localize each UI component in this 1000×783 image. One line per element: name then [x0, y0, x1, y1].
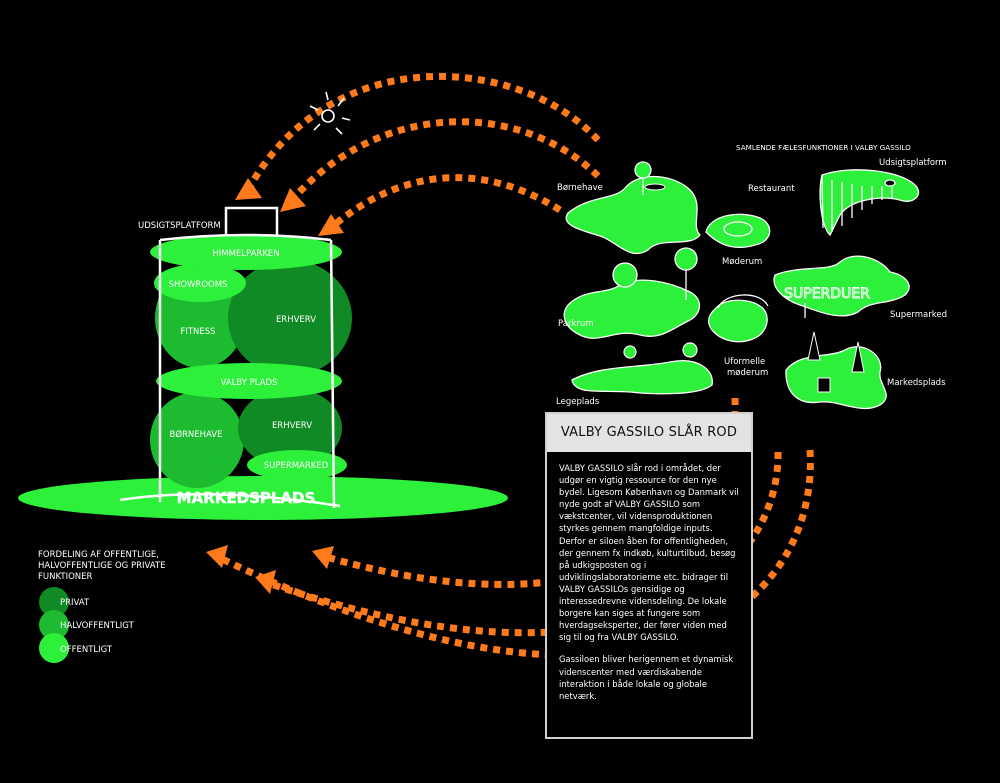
- label-valby-plads: VALBY PLADS: [221, 378, 278, 388]
- label-fn-uformelle-1: Uformelle: [724, 357, 765, 367]
- island-uformelle-moederum: [707, 294, 769, 343]
- tower-top-label: UDSIGTSPLATFORM: [138, 221, 221, 231]
- label-erhverv-upper: ERHVERV: [276, 315, 316, 325]
- island-parkrum: [563, 247, 701, 339]
- arrow-top-inner: [330, 174, 562, 229]
- info-box-title: VALBY GASSILO SLÅR ROD: [547, 414, 751, 452]
- label-himmelparken: HIMMELPARKEN: [212, 249, 279, 259]
- volume-showrooms: [154, 264, 246, 302]
- legend-title-line-1: FORDELING AF OFFENTLIGE,: [38, 550, 159, 560]
- shared-functions: SAMLENDE FÆLESFUNKTIONER I VALBY GASSILO…: [556, 143, 947, 410]
- legend-label-halvoffentligt: HALVOFFENTLIGT: [60, 621, 135, 631]
- arrow-bottom-middle-head: [255, 570, 276, 594]
- island-boernehave: [565, 161, 701, 255]
- island-supermarked: SUPERDUER: [773, 255, 910, 318]
- arrow-top-inner-head: [318, 214, 344, 236]
- legend-label-offentligt: OFFENTLIGT: [60, 645, 113, 655]
- arrow-top-middle: [289, 118, 601, 203]
- arrow-bottom-inner-head: [312, 546, 334, 569]
- info-box-paragraph-1: VALBY GASSILO slår rod i området, der ud…: [559, 463, 739, 643]
- silo-outline: [119, 206, 341, 509]
- label-fn-boernehave: Børnehave: [557, 183, 603, 193]
- label-boernehave: BØRNEHAVE: [169, 429, 222, 440]
- label-fitness: FITNESS: [180, 327, 215, 337]
- label-fn-restaurant: Restaurant: [748, 184, 795, 194]
- legend: FORDELING AF OFFENTLIGE, HALVOFFENTLIGE …: [38, 550, 165, 663]
- supermarked-sign: SUPERDUER: [784, 286, 870, 302]
- island-moederum: [705, 213, 771, 248]
- silo-tower: UDSIGTSPLATFORM HIMMELPARKEN SHOWROOMS F…: [18, 206, 508, 520]
- functions-heading: SAMLENDE FÆLESFUNKTIONER I VALBY GASSILO: [736, 143, 911, 152]
- label-fn-markedsplads: Markedsplads: [887, 378, 946, 388]
- volume-boernehave: [150, 392, 244, 488]
- volume-himmelparken: [150, 234, 342, 270]
- volume-supermarked: [247, 450, 347, 480]
- legend-title-line-3: FUNKTIONER: [38, 572, 93, 582]
- volume-erhverv-lower: [238, 388, 342, 468]
- legend-swatch-halvoffentligt: [39, 610, 69, 640]
- label-supermarked: SUPERMARKED: [264, 461, 329, 471]
- arrow-bottom-outer-head: [206, 545, 228, 568]
- label-fn-udsigtsplatform: Udsigtsplatform: [879, 158, 947, 168]
- label-fn-moederum: Møderum: [722, 257, 762, 267]
- volume-valby-plads: [156, 363, 342, 399]
- legend-swatch-offentligt: [39, 633, 69, 663]
- legend-swatch-privat: [39, 587, 69, 617]
- label-fn-legeplads: Legeplads: [556, 397, 600, 407]
- island-markedsplads: [785, 331, 887, 410]
- label-fn-supermarked: Supermarked: [890, 310, 947, 320]
- info-box-body: VALBY GASSILO slår rod i området, der ud…: [547, 452, 751, 702]
- island-udsigtsplatform: [819, 169, 920, 237]
- label-fn-parkrum: Parkrum: [558, 319, 594, 329]
- sun-icon: [309, 91, 351, 135]
- info-box-paragraph-2: Gassiloen bliver herigennem et dynamisk …: [559, 654, 734, 701]
- volume-erhverv-upper: [228, 260, 352, 376]
- island-legeplads: [571, 342, 713, 395]
- label-markedsplads: MARKEDSPLADS: [177, 489, 316, 507]
- arrow-top-outer-head: [235, 178, 262, 200]
- label-showrooms: SHOWROOMS: [169, 280, 228, 290]
- info-box: VALBY GASSILO SLÅR ROD VALBY GASSILO slå…: [545, 412, 753, 739]
- label-erhverv-lower: ERHVERV: [272, 421, 312, 431]
- arrow-top-middle-head: [280, 188, 306, 212]
- legend-label-privat: PRIVAT: [60, 598, 90, 608]
- label-fn-uformelle-2: møderum: [727, 368, 768, 378]
- legend-title-line-2: HALVOFFENTLIGE OG PRIVATE: [38, 561, 165, 571]
- arrow-top-outer: [244, 72, 601, 192]
